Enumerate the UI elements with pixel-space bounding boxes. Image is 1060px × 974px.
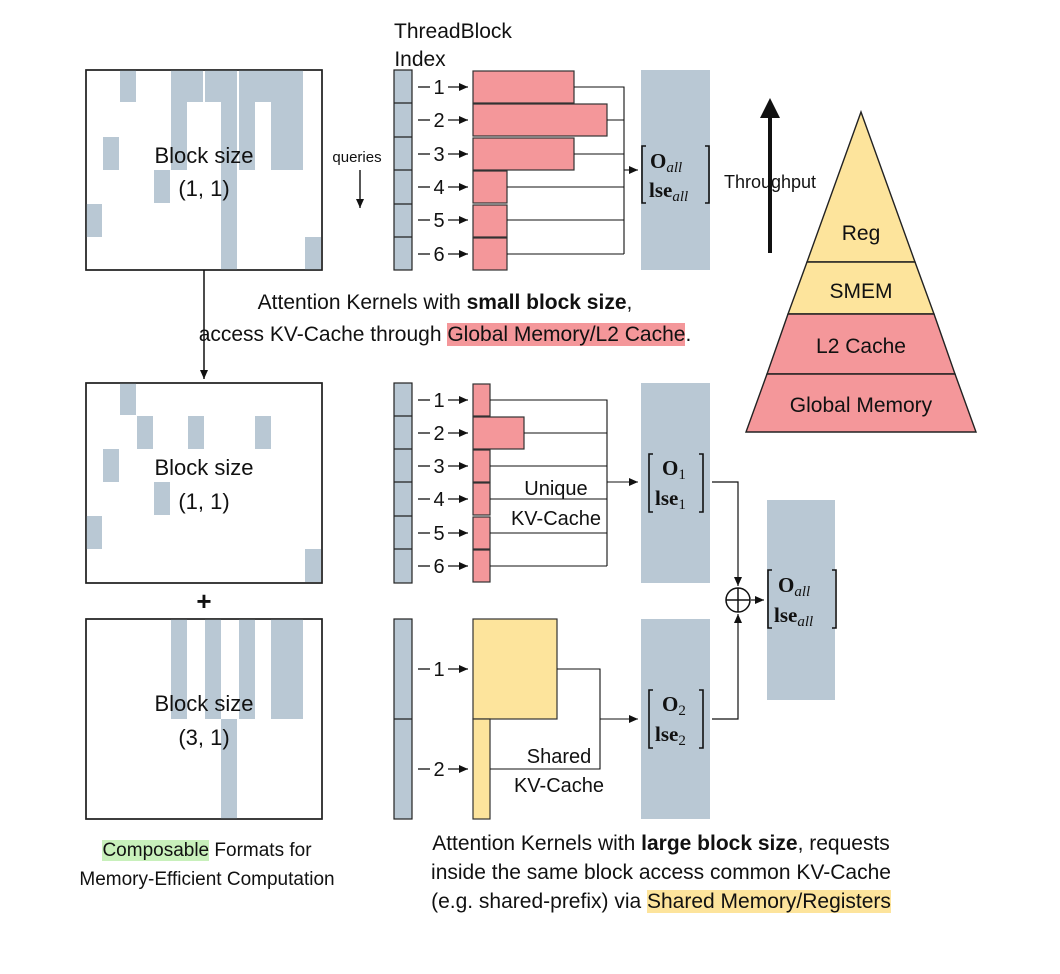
threadblock-header: ThreadBlock [394,20,512,43]
thread-index-middle-2: 2 [433,423,444,445]
pyramid-label-global: Global Memory [790,394,933,417]
middle-block-size-label: Block size [154,455,253,480]
query-column-bottom [393,618,413,820]
o1: O1 [662,456,686,483]
thread-index-top-3: 3 [433,144,444,166]
o-all-final: Oall [778,573,810,600]
memory-pyramid [745,109,977,433]
merge-connectors [712,481,764,720]
o2: O2 [662,692,686,719]
bottom-block-size-value: (3, 1) [178,725,229,750]
shared-memory-highlight: Shared Memory/Registers [647,890,891,913]
composable-highlight: Composable [102,840,210,861]
global-memory-highlight: Global Memory/L2 Cache [447,323,686,346]
pyramid-level-global [745,373,977,433]
unique-kv-label-1: Unique [524,478,587,500]
kv-bars-top [472,70,608,271]
thread-index-middle-6: 6 [433,556,444,578]
composable-caption: Composable Formats for Memory-Efficient … [79,840,335,890]
sparse-matrix-bottom [85,618,323,820]
throughput-label: Throughput [724,172,816,192]
merge-lines-middle [490,399,638,567]
output-column-bottom [641,619,710,819]
plus-sign: + [196,586,211,616]
o-all-top: Oall [650,149,682,176]
thread-index-top-1: 1 [433,77,444,99]
index-header: Index [394,48,446,71]
sparse-matrix-top [85,69,323,271]
thread-index-middle-1: 1 [433,390,444,412]
thread-index-bottom-1: 1 [433,659,444,681]
lse-all-top: lseall [649,178,688,205]
thread-index-top-5: 5 [433,210,444,232]
large-block-caption: Attention Kernels with large block size,… [431,832,891,913]
thread-index-middle-5: 5 [433,523,444,545]
merge-lines-top [507,86,638,255]
lse-all-final: lseall [774,603,813,630]
query-column-top [393,69,413,271]
sparse-matrix-middle [85,382,323,584]
shared-kv-label-1: Shared [527,746,592,768]
merge-lines-bottom [490,668,638,770]
thread-index-top-4: 4 [433,177,444,199]
thread-index-middle-4: 4 [433,489,444,511]
thread-index-middle-3: 3 [433,456,444,478]
kv-bars-middle [472,383,525,583]
top-block-size-value: (1, 1) [178,176,229,201]
pyramid-label-smem: SMEM [830,280,893,303]
throughput-arrow-head [760,98,780,118]
output-column-middle [641,383,710,583]
middle-block-size-value: (1, 1) [178,489,229,514]
lse2: lse2 [655,722,686,749]
query-column-middle [393,382,413,584]
thread-index-bottom-2: 2 [433,759,444,781]
shared-kv-label-2: KV-Cache [514,775,604,797]
queries-label: queries [332,149,381,166]
lse1: lse1 [655,486,686,513]
bottom-block-size-label: Block size [154,691,253,716]
thread-index-top-2: 2 [433,110,444,132]
top-block-size-label: Block size [154,143,253,168]
pyramid-label-reg: Reg [842,222,881,245]
pyramid-label-l2: L2 Cache [816,335,906,358]
unique-kv-label-2: KV-Cache [511,508,601,530]
small-block-caption: Attention Kernels with small block size,… [198,291,692,346]
output-column-top [641,70,710,270]
thread-index-top-6: 6 [433,244,444,266]
output-column-final [767,500,835,700]
